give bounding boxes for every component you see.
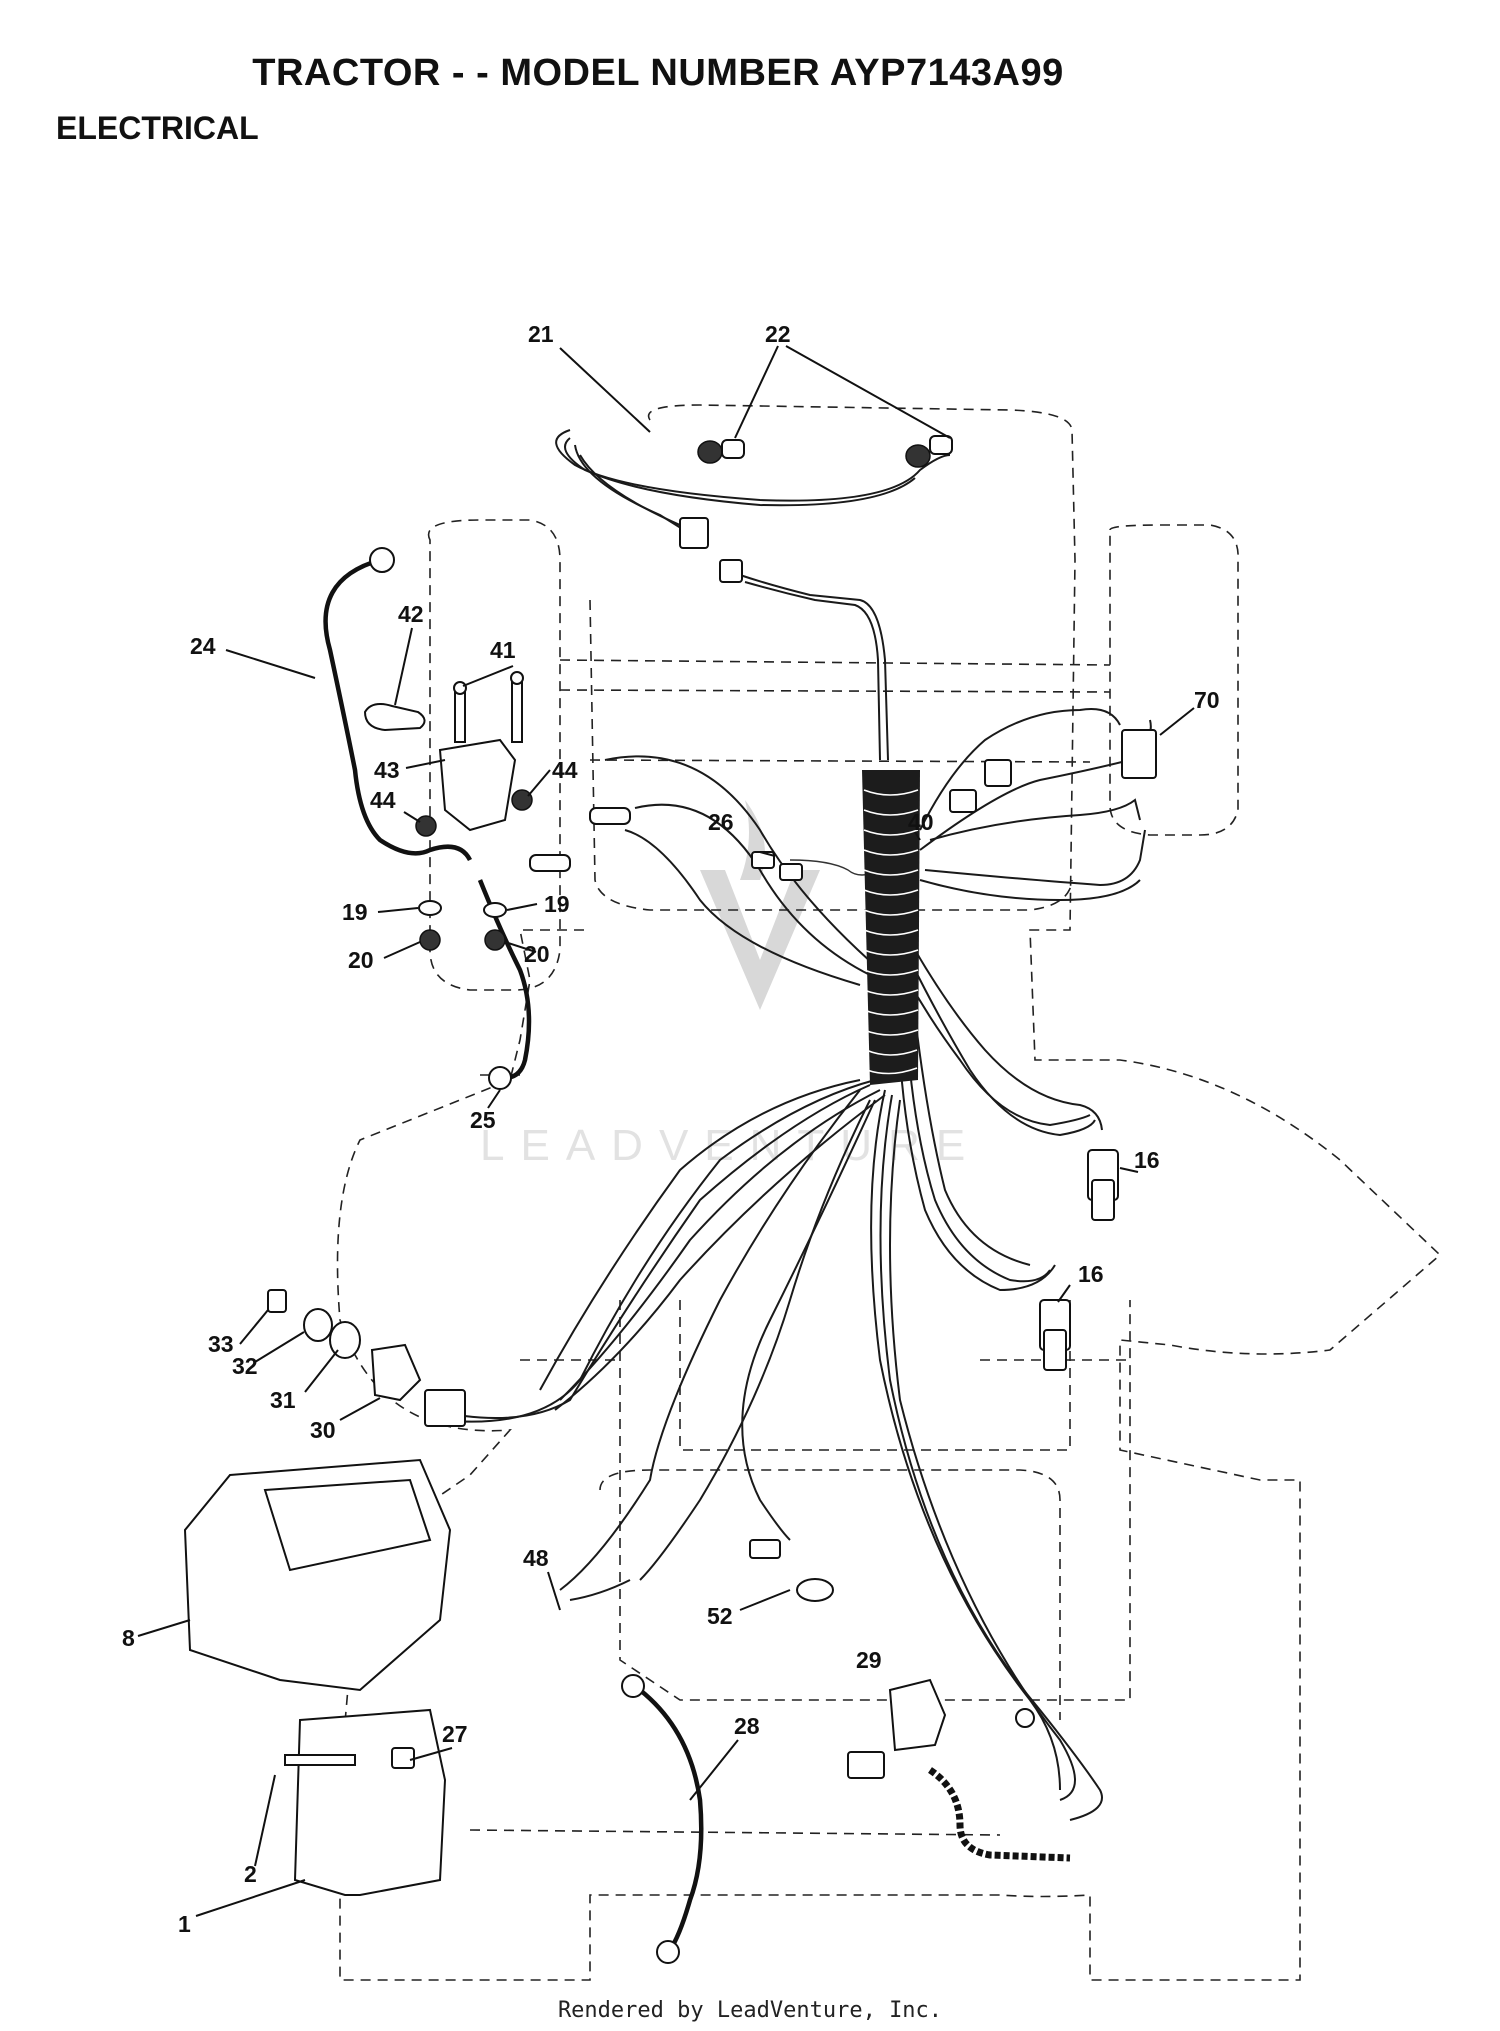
- seat-switch: [847, 1678, 1071, 1862]
- battery-cable: [621, 1674, 704, 1964]
- callout-2: 2: [244, 1861, 257, 1887]
- callout-28: 28: [734, 1713, 760, 1739]
- switches-16: [1039, 1149, 1119, 1371]
- callout-22: 22: [765, 321, 791, 347]
- callout-52: 52: [707, 1603, 733, 1629]
- headlight-bulb-right: [905, 444, 931, 468]
- callout-48: 48: [523, 1545, 549, 1571]
- callout-42: 42: [398, 601, 424, 627]
- callout-26: 26: [708, 809, 734, 835]
- ignition-switch-30: [370, 1343, 422, 1402]
- callout-21: 21: [528, 321, 554, 347]
- connectors-48-52: [569, 1539, 834, 1602]
- callout-70: 70: [1194, 687, 1220, 713]
- callout-27: 27: [442, 1721, 468, 1747]
- callout-33: 33: [208, 1331, 234, 1357]
- battery-components: [183, 1458, 452, 1896]
- boot-42: [363, 703, 426, 732]
- washer-19-left: [418, 900, 442, 916]
- watermark-text: LEADVENTURE: [480, 1121, 981, 1170]
- callout-16-lower: 16: [1078, 1261, 1104, 1287]
- nut-31: [329, 1321, 361, 1359]
- harness-plug: [719, 559, 743, 583]
- headlight-connectors: [679, 435, 953, 583]
- starter-solenoid: [438, 738, 517, 832]
- callout-numbers: 21 22 42 41 24 43 44 44 19 19 20 20 25 2…: [122, 321, 1220, 1937]
- callout-19-left: 19: [342, 899, 368, 925]
- coiled-wire-loom: [862, 770, 920, 1085]
- callout-31: 31: [270, 1387, 296, 1413]
- ignition-switch-group: [267, 1289, 466, 1427]
- callout-19-right: 19: [544, 891, 570, 917]
- solenoid-assembly: [323, 547, 631, 1090]
- callout-30: 30: [310, 1417, 336, 1443]
- callout-24: 24: [190, 633, 216, 659]
- seat-switch-29: [888, 1678, 947, 1752]
- page-title: TRACTOR - - MODEL NUMBER AYP7143A99: [252, 52, 1064, 94]
- callout-25: 25: [470, 1107, 496, 1133]
- nut-27: [391, 1747, 415, 1769]
- fuse-holder: [751, 851, 803, 881]
- callout-8: 8: [122, 1625, 135, 1651]
- callout-44-left: 44: [370, 787, 396, 813]
- washer-19-right: [483, 902, 507, 918]
- callout-44-right: 44: [552, 757, 578, 783]
- nut-20-left: [419, 929, 441, 951]
- callout-41: 41: [490, 637, 516, 663]
- callout-32: 32: [232, 1353, 258, 1379]
- nut-20-right: [484, 929, 506, 951]
- connector-70: [949, 729, 1157, 813]
- callout-20-left: 20: [348, 947, 374, 973]
- section-heading: ELECTRICAL: [56, 110, 259, 146]
- callout-1: 1: [178, 1911, 191, 1937]
- bolt-2: [284, 1754, 356, 1766]
- callout-43: 43: [374, 757, 400, 783]
- callout-29: 29: [856, 1647, 882, 1673]
- callout-40: 40: [908, 809, 934, 835]
- ground-cable-ring-terminal: [369, 547, 395, 573]
- footer-credit: Rendered by LeadVenture, Inc.: [557, 1998, 943, 2023]
- callout-16-upper: 16: [1134, 1147, 1160, 1173]
- bezel-32: [303, 1308, 333, 1342]
- nut-44-left: [415, 815, 437, 837]
- callout-20-right: 20: [524, 941, 550, 967]
- nut-44-right: [511, 789, 533, 811]
- headlight-bulb-left: [697, 440, 723, 464]
- leader-lines: [137, 345, 1195, 1917]
- harness-connector: [679, 517, 709, 549]
- key-33: [267, 1289, 287, 1313]
- battery-1: [293, 1708, 447, 1896]
